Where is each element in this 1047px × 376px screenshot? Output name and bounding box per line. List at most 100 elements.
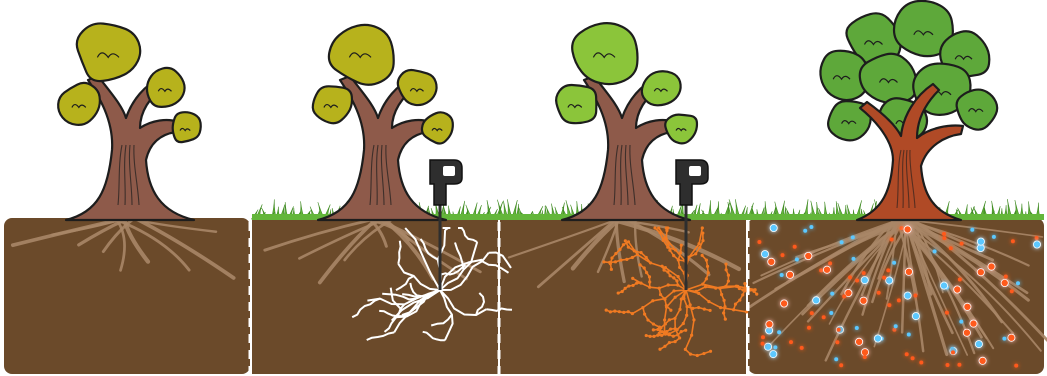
nutrient-orange [761, 335, 765, 339]
nutrient-orange [1014, 364, 1018, 368]
nutrient-orange [828, 261, 832, 265]
nutrient-orange [977, 269, 984, 276]
nutrient-orange [904, 226, 911, 233]
nutrient-blue [1016, 281, 1020, 285]
nutrient-orange [942, 232, 946, 236]
nutrient-orange [919, 361, 923, 365]
nutrient-blue [761, 251, 768, 258]
nutrient-orange [848, 275, 852, 279]
nutrient-blue [840, 240, 844, 244]
nutrient-orange [805, 252, 812, 259]
canopy-lower-right [173, 112, 201, 142]
tree-stage-2 [313, 25, 453, 220]
nutrient-orange [861, 349, 868, 356]
nutrient-orange [855, 279, 859, 283]
nutrient-blue [940, 282, 947, 289]
nutrient-blue [894, 324, 898, 328]
nutrient-orange [842, 294, 846, 298]
nutrient-blue [950, 347, 954, 351]
nutrient-blue [855, 326, 859, 330]
nutrient-orange [900, 226, 904, 230]
nutrient-orange [856, 338, 863, 345]
canopy-top [572, 23, 637, 84]
nutrient-blue [852, 257, 856, 261]
nutrient-orange [946, 363, 950, 367]
nutrient-blue [1033, 241, 1040, 248]
nutrient-blue [975, 341, 982, 348]
nutrient-orange [789, 340, 793, 344]
nutrient-blue [795, 258, 799, 262]
nutrient-blue [780, 273, 784, 277]
nutrient-orange [862, 271, 866, 275]
nutrient-orange [766, 321, 773, 328]
nutrient-blue [777, 330, 781, 334]
nutrient-orange [892, 328, 896, 332]
nutrient-orange [905, 268, 912, 275]
nutrient-orange [800, 346, 804, 350]
nutrient-blue [764, 343, 771, 350]
nutrient-orange [1008, 334, 1015, 341]
nutrient-orange [781, 253, 785, 257]
nutrient-orange [822, 315, 826, 319]
nutrient-orange [810, 311, 814, 315]
nutrient-orange [877, 291, 881, 295]
nutrient-orange [768, 258, 775, 265]
nutrient-blue [851, 235, 855, 239]
nutrient-orange [911, 356, 915, 360]
nutrient-orange [951, 350, 955, 354]
nutrient-blue [809, 225, 813, 229]
nutrient-orange [945, 311, 949, 315]
tree-stage-1 [58, 23, 201, 220]
canopy-left [556, 85, 596, 123]
nutrient-blue [933, 249, 937, 253]
nutrient-orange [823, 266, 830, 273]
nutrient-orange [819, 268, 823, 272]
nutrient-orange [863, 355, 867, 359]
nutrient-orange [970, 320, 977, 327]
nutrient-blue [803, 229, 807, 233]
nutrient-orange [954, 286, 961, 293]
nutrient-blue [970, 228, 974, 232]
tool-grip-opening [689, 166, 701, 176]
nutrient-orange [958, 278, 962, 282]
nutrient-orange [860, 297, 867, 304]
nutrient-orange [835, 340, 839, 344]
nutrient-orange [781, 300, 788, 307]
nutrient-blue [912, 313, 919, 320]
canopy-top [77, 23, 140, 81]
nutrient-orange [979, 357, 986, 364]
nutrient-orange [897, 298, 901, 302]
nutrient-blue [959, 320, 963, 324]
nutrient-blue [892, 261, 896, 265]
nutrient-blue [977, 238, 984, 245]
nutrient-orange [837, 328, 841, 332]
nutrient-orange [786, 271, 793, 278]
nutrient-orange [960, 242, 964, 246]
nutrient-orange [1010, 289, 1014, 293]
nutrient-blue [829, 311, 833, 315]
soil-panel-1 [4, 218, 250, 374]
nutrient-blue [904, 292, 911, 299]
nutrient-orange [1004, 275, 1008, 279]
canopy-left [313, 86, 352, 123]
nutrient-blue [886, 277, 893, 284]
canopy-lower-right [665, 115, 697, 144]
nutrient-blue [830, 292, 834, 296]
tree-stage-4-healthy [820, 1, 997, 220]
nutrient-orange [964, 303, 971, 310]
nutrient-orange [963, 329, 970, 336]
nutrient-blue [773, 345, 777, 349]
nutrient-orange [793, 245, 797, 249]
nutrient-blue [861, 277, 868, 284]
nutrient-blue [1002, 337, 1006, 341]
nutrient-blue [834, 357, 838, 361]
canopy-lower-right [422, 112, 453, 143]
nutrient-orange [887, 303, 891, 307]
nutrient-orange [761, 342, 765, 346]
nutrient-orange [1001, 279, 1008, 286]
nutrient-orange [839, 363, 843, 367]
canopy-right [147, 68, 185, 107]
nutrient-orange [757, 240, 761, 244]
nutrient-orange [949, 246, 953, 250]
